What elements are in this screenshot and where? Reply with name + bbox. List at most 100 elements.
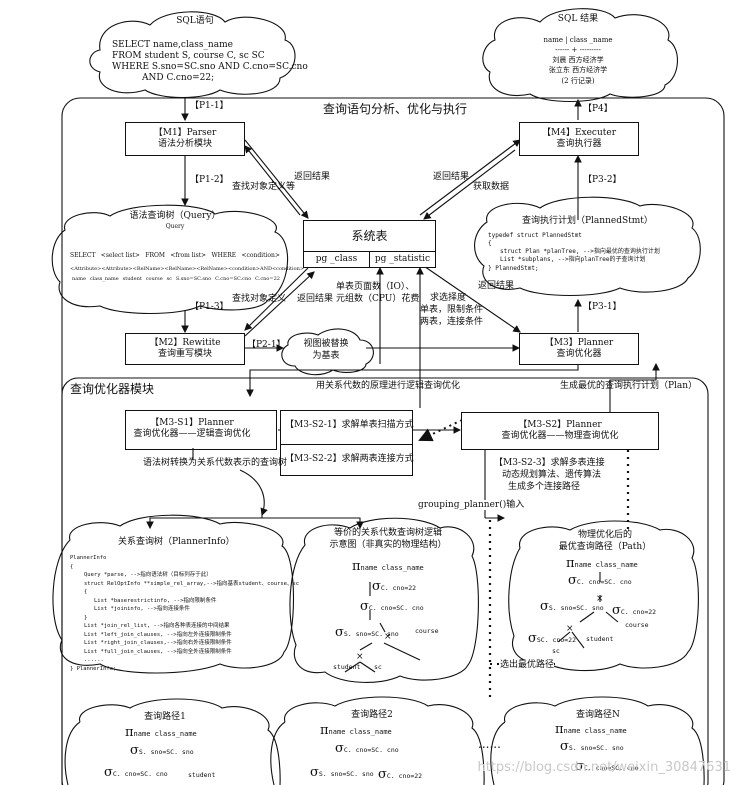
main-section-title: 查询语句分析、优化与执行 bbox=[318, 102, 472, 117]
sql-statement-title: SQL语句 bbox=[176, 16, 214, 26]
view-cloud-line-2: 为基表 bbox=[312, 351, 340, 361]
best-s3-symbol: σ bbox=[612, 603, 621, 618]
path1-pi-sub: name class_name bbox=[133, 730, 197, 738]
path2-s2-symbol: σ bbox=[310, 765, 319, 780]
pi-line-7: } bbox=[84, 614, 88, 621]
best-path-cloud bbox=[508, 520, 699, 672]
edge-return-1: 返回结果 bbox=[294, 172, 331, 182]
pi-line-4: { bbox=[84, 589, 88, 595]
equiv-sigma1-sub: C. cno=22 bbox=[380, 584, 417, 592]
m3s2-id: 【M3-S2】Planner bbox=[518, 419, 602, 430]
sql-result-cloud bbox=[482, 8, 678, 103]
pi-line-1: { bbox=[70, 563, 74, 570]
m4-desc: 查询执行器 bbox=[556, 139, 602, 149]
path1-s1-symbol: σ bbox=[130, 743, 139, 758]
pathN-s1-sub: S. sno=SC. sno bbox=[568, 744, 624, 752]
path1-leaf: student bbox=[188, 771, 216, 779]
sql-statement-cloud bbox=[89, 11, 296, 99]
pathN-s1: σS. sno=SC. sno bbox=[560, 739, 624, 755]
edge-grouping: grouping_planner()输入 bbox=[418, 500, 525, 511]
path2-s3-sub: C. cno=22 bbox=[386, 772, 423, 780]
system-table-row: pg _class pg _statistic bbox=[304, 251, 435, 267]
pi-line-2: Query *parse, -->指向语法树（目标列存于此） bbox=[84, 572, 212, 578]
view-cloud-line-1: 视图被替换 bbox=[303, 339, 349, 349]
equiv-pi: πname class_name bbox=[352, 559, 424, 575]
pt-leaf-7: <condition> bbox=[271, 266, 305, 272]
edge-selectivity: 求选择度 bbox=[430, 293, 467, 303]
pt-node-1: <select list> bbox=[100, 252, 140, 259]
pi-line-6: List *joininfo, -->指向连接条件 bbox=[94, 606, 190, 612]
pt-leaf-0: <Attribute> bbox=[70, 266, 102, 272]
path2-s1: σC. cno=SC. cno bbox=[335, 741, 399, 757]
equiv-x2: × bbox=[356, 652, 364, 662]
planner-info-title: 关系查询树（PlannerInfo） bbox=[118, 537, 235, 547]
parse-tree-root: Query bbox=[165, 223, 185, 230]
m3s21-label: 【M3-S2-1】求解单表扫描方式 bbox=[285, 420, 414, 430]
equiv-leaf-course: course bbox=[415, 627, 439, 635]
pt-leaf-2: <RelName> bbox=[132, 266, 165, 272]
path1-title: 查询路径1 bbox=[144, 712, 186, 722]
plan-cloud bbox=[474, 196, 701, 296]
edge-return-3: 返回结果 bbox=[297, 294, 334, 304]
pathN-title: 查询路径N bbox=[576, 710, 620, 720]
label-p3-2: 【P3-2】 bbox=[583, 175, 622, 185]
pi-line-12: ...... bbox=[84, 657, 104, 663]
system-table-title: 系统表 bbox=[351, 229, 388, 243]
path1-cloud bbox=[64, 698, 281, 785]
pathN-cloud bbox=[490, 696, 705, 785]
pi-line-5: List *baserestrictinfo, -->指向限制条件 bbox=[94, 597, 217, 604]
pt-leaf-3: <RelName> bbox=[164, 266, 197, 272]
pathN-s2-symbol: σ bbox=[575, 759, 584, 774]
pt-word-5: S.sno=SC.sno bbox=[175, 276, 212, 282]
pt-node-4: WHERE bbox=[211, 252, 237, 259]
sql-result-title: SQL 结果 bbox=[557, 14, 599, 24]
path2-s2-sub: S. sno=SC. sno bbox=[318, 770, 374, 778]
sql-result-footer: (2 行记录) bbox=[561, 77, 595, 85]
m3s2-desc: 查询优化器——物理查询优化 bbox=[501, 431, 619, 441]
pt-word-6: C.cno=SC.cno bbox=[215, 276, 252, 282]
m3-planner-box: 【M3】Planner 查询优化器 bbox=[519, 333, 639, 365]
equiv-sigma2-symbol: σ bbox=[360, 599, 369, 614]
sql-result-rule: ------ + --------- bbox=[555, 46, 601, 54]
best-s4-symbol: σ bbox=[528, 631, 537, 646]
best-s1-sub: C. cno=SC. cno bbox=[576, 578, 632, 586]
best-s2-symbol: σ bbox=[540, 599, 549, 614]
pt-node-2: FROM bbox=[145, 252, 166, 259]
plan-cloud-title: 查询执行计划（PlannedStmt） bbox=[522, 216, 653, 226]
edge-tuples: 元组数（CPU）花费 bbox=[336, 294, 420, 304]
label-p2-1: 【P2-1】 bbox=[247, 340, 286, 350]
view-cloud bbox=[281, 328, 374, 376]
best-leaf-sc: sc bbox=[552, 647, 560, 655]
parse-tree-leaves: <Attribute> <Attribute> <RelName> <RelNa… bbox=[70, 266, 304, 272]
pt-leaf-6: AND bbox=[259, 266, 272, 272]
pi-line-9: List *left_join_clauses, -->指向左外连接限制条件 bbox=[84, 631, 232, 638]
best-s3: σC. cno=22 bbox=[612, 603, 656, 619]
optimizer-section-title: 查询优化器模块 bbox=[70, 382, 155, 396]
m4-executer-box: 【M4】Executer 查询执行器 bbox=[519, 122, 639, 156]
pi-line-3: struct RelOptInfo **simple_rel_array,-->… bbox=[84, 580, 300, 587]
path2-s2: σS. sno=SC. sno bbox=[310, 765, 374, 781]
edge-return-2: 返回结果 bbox=[433, 172, 470, 182]
planner-info-code: PlannerInfo { Query *parse, -->指向语法树（目标列… bbox=[70, 554, 299, 673]
equiv-x1: × bbox=[384, 632, 392, 642]
pt-node-3: <from list> bbox=[170, 252, 207, 259]
m3s1-id: 【M3-S1】Planner bbox=[150, 417, 234, 428]
path1-s2: σC. cno=SC. cno bbox=[104, 765, 168, 781]
m1-id: 【M1】Parser bbox=[153, 127, 217, 138]
best-s1: σC. cno=SC. cno bbox=[568, 573, 632, 589]
path2-s1-symbol: σ bbox=[335, 741, 344, 756]
m3-desc: 查询优化器 bbox=[556, 349, 602, 359]
pathN-s1-symbol: σ bbox=[560, 739, 569, 754]
path1-pi-symbol: π bbox=[125, 725, 134, 740]
equiv-sigma1-symbol: σ bbox=[372, 579, 381, 594]
equiv-title-2: 示意图（非真实的物理结构） bbox=[329, 540, 447, 550]
best-s2-sub: S. sno=SC. sno bbox=[548, 604, 604, 612]
pt-node-0: SELECT bbox=[70, 252, 96, 259]
pi-line-0: PlannerInfo bbox=[70, 555, 107, 561]
m2-desc: 查询重写模块 bbox=[157, 349, 212, 359]
equiv-sigma3-sub: S. sno=SC. sno bbox=[343, 630, 399, 638]
best-x2: × bbox=[566, 624, 574, 634]
sql-line-3: WHERE S.sno=SC.sno AND C.cno=SC.cno bbox=[112, 62, 308, 72]
edge-find-def-1: 查找对象定义等 bbox=[232, 182, 296, 192]
optimizer-frame bbox=[61, 377, 709, 785]
